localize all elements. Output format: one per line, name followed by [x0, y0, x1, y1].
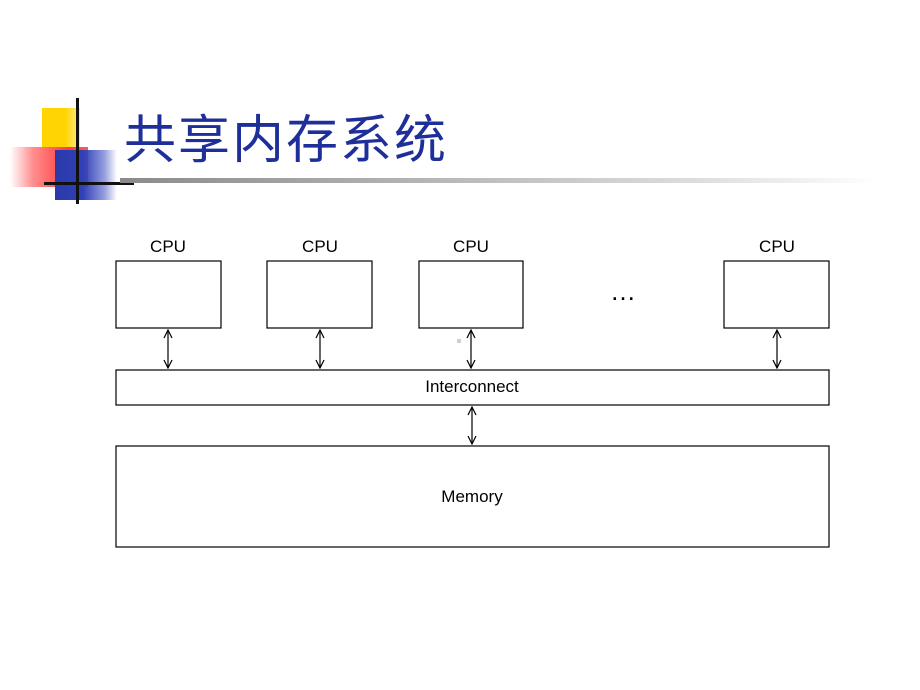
- decor-horizontal-line: [44, 182, 134, 185]
- artifact-dot: [457, 339, 461, 343]
- title-underline: [120, 178, 880, 183]
- decor-yellow-square: [42, 108, 80, 150]
- cpu-box-2: [266, 260, 373, 329]
- slide-title: 共享内存系统: [124, 111, 449, 171]
- cpu-box-4: [723, 260, 830, 329]
- cpu-label-4: CPU: [759, 237, 795, 256]
- cpu-box-1: [115, 260, 222, 329]
- cpu-label-3: CPU: [453, 237, 489, 256]
- memory-box: [115, 445, 830, 548]
- cpu-ellipsis: …: [610, 276, 636, 306]
- cpu-label-1: CPU: [150, 237, 186, 256]
- cpu-box-3: [418, 260, 524, 329]
- decor-vertical-line: [76, 98, 79, 204]
- interconnect-box: [115, 369, 830, 406]
- interconnect-label: Interconnect: [425, 377, 519, 396]
- cpu-label-2: CPU: [302, 237, 338, 256]
- memory-label: Memory: [441, 487, 503, 506]
- decor-blue-square: [55, 150, 117, 200]
